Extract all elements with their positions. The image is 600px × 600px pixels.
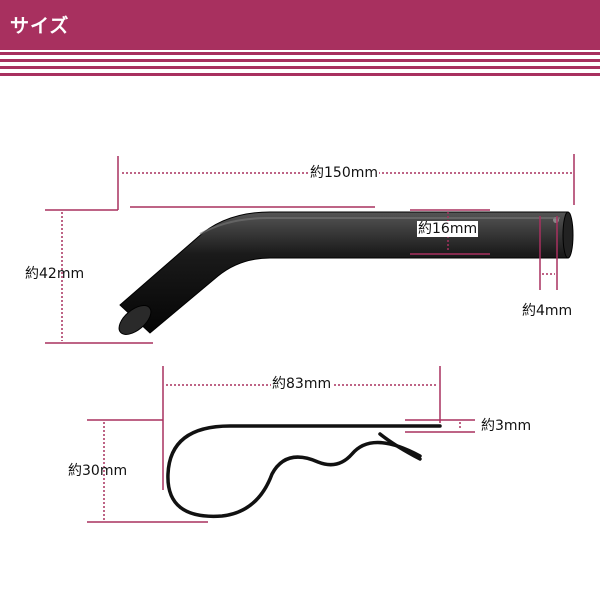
dim-pin-length xyxy=(117,154,575,210)
stripe-line xyxy=(0,59,600,62)
label-pin-height: 約42mm xyxy=(25,266,85,282)
dim-hole-diameter xyxy=(539,216,558,290)
page-title: サイズ xyxy=(10,15,70,37)
stripe-line xyxy=(0,52,600,55)
dim-clip-height xyxy=(87,419,208,523)
label-clip-length: 約83mm xyxy=(271,376,333,392)
label-clip-height: 約30mm xyxy=(68,463,128,479)
dim-clip-wire xyxy=(405,419,475,433)
label-pin-length: 約150mm xyxy=(309,165,379,181)
label-hole-diameter: 約4mm xyxy=(522,303,573,319)
header-bar: サイズ xyxy=(0,0,600,50)
header-stripes xyxy=(0,50,600,80)
hitch-pin-image xyxy=(118,211,574,335)
stripe-line xyxy=(0,73,600,76)
stripe-line xyxy=(0,66,600,69)
hair-pin-clip-image xyxy=(166,424,442,519)
label-clip-wire: 約3mm xyxy=(481,418,532,434)
dim-pin-height xyxy=(45,209,153,344)
label-pin-diameter: 約16mm xyxy=(417,221,479,237)
